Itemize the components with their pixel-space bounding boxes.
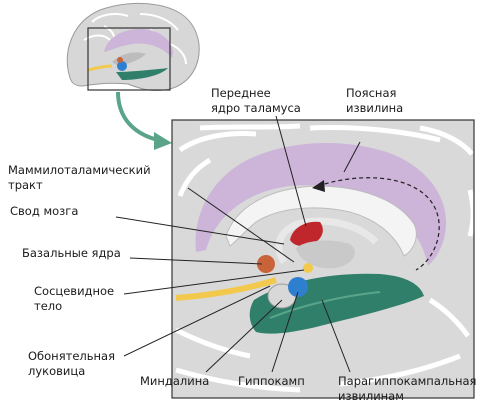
- label-mammillary-body: Сосцевидное тело: [34, 284, 115, 313]
- leader-lines: [115, 115, 361, 373]
- detail-panel: [171, 119, 475, 399]
- olfactory-bulb: [175, 277, 277, 301]
- label-olfactory-bulb: Обонятельная луковица: [28, 349, 116, 378]
- label-amygdala: Миндалина: [140, 374, 210, 388]
- overview-highlight-box: [87, 27, 171, 91]
- corpus-callosum: [225, 185, 417, 257]
- hippocampus: [288, 277, 308, 297]
- label-mammillothalamic-tract: Маммилоталамический тракт: [8, 163, 151, 192]
- anterior-thalamic-nucleus: [290, 221, 323, 247]
- zoom-arrow: [116, 91, 172, 150]
- label-basal-nuclei: Базальные ядра: [22, 246, 121, 260]
- mammillary-body: [303, 263, 313, 273]
- overview-brain: [66, 3, 200, 91]
- label-hippocampus: Гиппокамп: [238, 374, 305, 388]
- label-anterior-thalamic-nucleus: Переднее ядро таламуса: [211, 86, 301, 115]
- label-cingulate-gyrus: Поясная извилина: [346, 86, 404, 115]
- cingulate-gyrus: [195, 143, 446, 266]
- fornix: [275, 217, 379, 264]
- label-parahippocampal-gyrus: Парагиппокампальная извилинам: [338, 374, 477, 403]
- label-fornix: Свод мозга: [10, 204, 79, 218]
- basal-nuclei: [257, 255, 275, 273]
